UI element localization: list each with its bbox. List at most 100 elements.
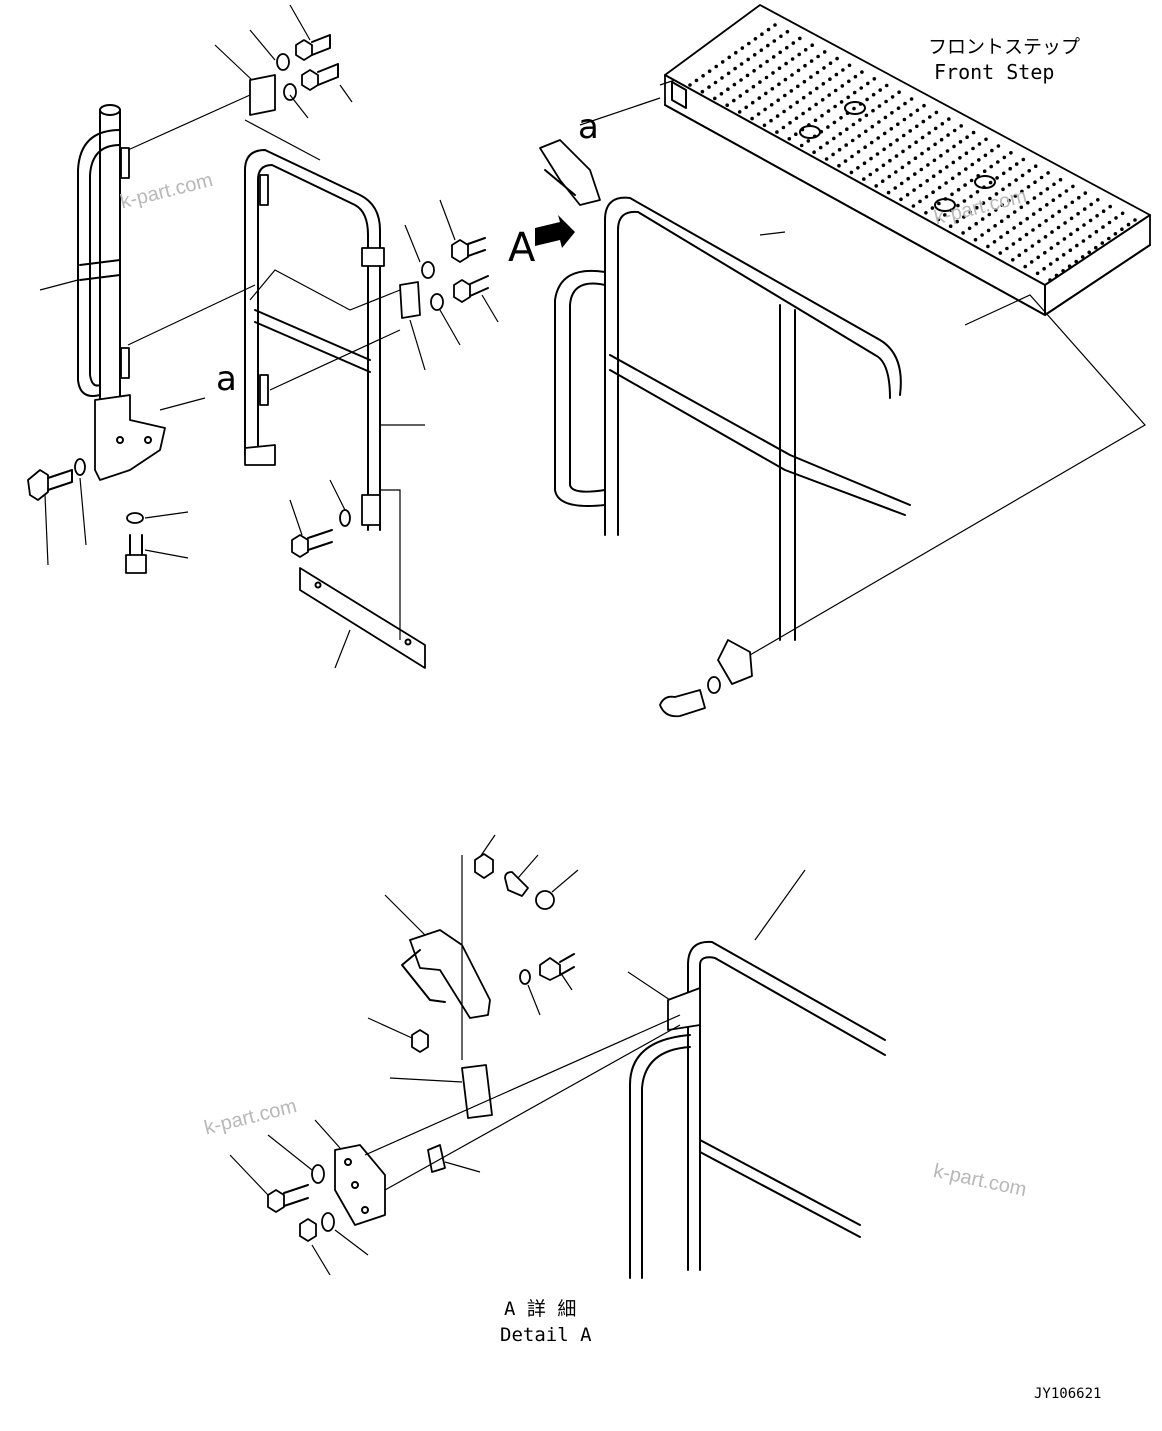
step-perforation: [900, 165, 905, 170]
view-a-marker: A: [508, 225, 536, 271]
step-perforation: [775, 114, 780, 118]
step-perforation: [912, 188, 916, 192]
step-perforation: [694, 78, 699, 83]
step-perforation: [977, 142, 982, 146]
step-perforation: [1054, 273, 1059, 278]
step-perforation: [958, 140, 963, 144]
step-perforation: [1011, 258, 1015, 262]
step-perforation: [798, 36, 802, 41]
step-perforation: [739, 62, 744, 66]
step-perforation: [840, 84, 845, 88]
step-perforation: [846, 95, 850, 100]
step-perforation: [1063, 221, 1067, 225]
step-perforation: [782, 109, 786, 114]
step-perforation: [738, 94, 743, 98]
step-perforation: [905, 192, 910, 197]
detail-a-view: [229, 834, 886, 1279]
step-perforation: [968, 210, 973, 215]
step-perforation: [810, 43, 814, 47]
step-perforation: [1094, 229, 1099, 234]
step-perforation: [933, 142, 937, 147]
step-perforation: [775, 130, 779, 134]
step-perforation: [1096, 198, 1100, 202]
step-perforation: [784, 61, 788, 66]
step-perforation: [1067, 264, 1072, 269]
step-perforation: [1027, 169, 1031, 173]
step-perforation: [797, 52, 801, 57]
step-perforation: [1058, 177, 1063, 182]
step-perforation: [1074, 259, 1078, 264]
step-perforation: [796, 68, 801, 73]
step-perforation: [969, 178, 974, 183]
step-perforation: [893, 186, 897, 190]
step-perforation: [777, 82, 781, 86]
step-perforation: [920, 151, 924, 156]
step-perforation: [1087, 250, 1091, 255]
step-perforation: [1045, 203, 1049, 207]
step-perforation: [1095, 214, 1099, 218]
step-perforation: [920, 135, 925, 140]
step-perforation: [1114, 216, 1118, 220]
step-perforation: [907, 161, 911, 165]
step-perforation: [1075, 243, 1079, 248]
step-perforation: [727, 55, 731, 60]
step-perforation: [828, 77, 832, 81]
step-perforation: [822, 50, 827, 54]
step-perforation: [788, 105, 793, 109]
step-perforation: [833, 104, 837, 109]
step-perforation: [732, 82, 737, 87]
step-perforation: [801, 95, 806, 100]
step-perforation: [1061, 269, 1065, 273]
step-perforation: [820, 98, 825, 102]
step-perforation: [781, 125, 786, 130]
step-perforation: [884, 83, 889, 88]
step-perforation: [847, 79, 851, 84]
step-perforation: [911, 204, 916, 208]
step-perforation: [878, 88, 882, 92]
step-perforation: [888, 142, 893, 147]
step-perforation: [925, 179, 929, 183]
step-perforation: [1058, 193, 1062, 198]
step-perforation: [907, 145, 912, 149]
step-perforation: [881, 163, 886, 168]
step-perforation: [926, 163, 930, 167]
step-perforation: [1088, 234, 1092, 239]
step-perforation: [958, 156, 962, 160]
step-perforation: [771, 55, 776, 59]
step-perforation: [765, 59, 769, 64]
step-perforation: [1019, 205, 1024, 210]
step-perforation: [1001, 187, 1005, 192]
step-perforation: [948, 224, 953, 228]
step-perforation: [758, 64, 763, 68]
step-perforation: [950, 176, 955, 181]
step-perforation: [937, 201, 941, 206]
step-perforation: [1080, 255, 1085, 259]
step-perforation: [1039, 191, 1043, 196]
step-perforation: [1033, 180, 1037, 184]
front-step-platform: [664, 4, 1151, 316]
step-perforation: [832, 136, 836, 141]
step-perforation: [750, 116, 754, 121]
front-step-label-jp: フロントステップ: [928, 36, 1081, 58]
step-perforation: [788, 121, 792, 125]
step-perforation: [930, 206, 935, 210]
step-perforation: [856, 150, 861, 154]
step-perforation: [1005, 230, 1010, 235]
step-perforation: [919, 167, 924, 172]
step-perforation: [971, 130, 976, 135]
step-perforation: [1133, 218, 1137, 222]
step-perforation: [769, 103, 774, 107]
step-perforation: [1020, 189, 1024, 194]
step-perforation: [1083, 191, 1088, 195]
step-perforation: [1050, 214, 1055, 218]
step-perforation: [988, 196, 992, 201]
step-perforation: [1052, 182, 1056, 187]
drawing-code: JY106621: [1034, 1386, 1102, 1402]
step-perforation: [1012, 226, 1016, 230]
step-perforation: [815, 86, 819, 91]
reference-a-left: a: [216, 359, 237, 399]
step-perforation: [813, 118, 818, 123]
step-perforation: [760, 32, 764, 36]
step-perforation: [838, 132, 843, 136]
step-perforation: [714, 64, 718, 69]
